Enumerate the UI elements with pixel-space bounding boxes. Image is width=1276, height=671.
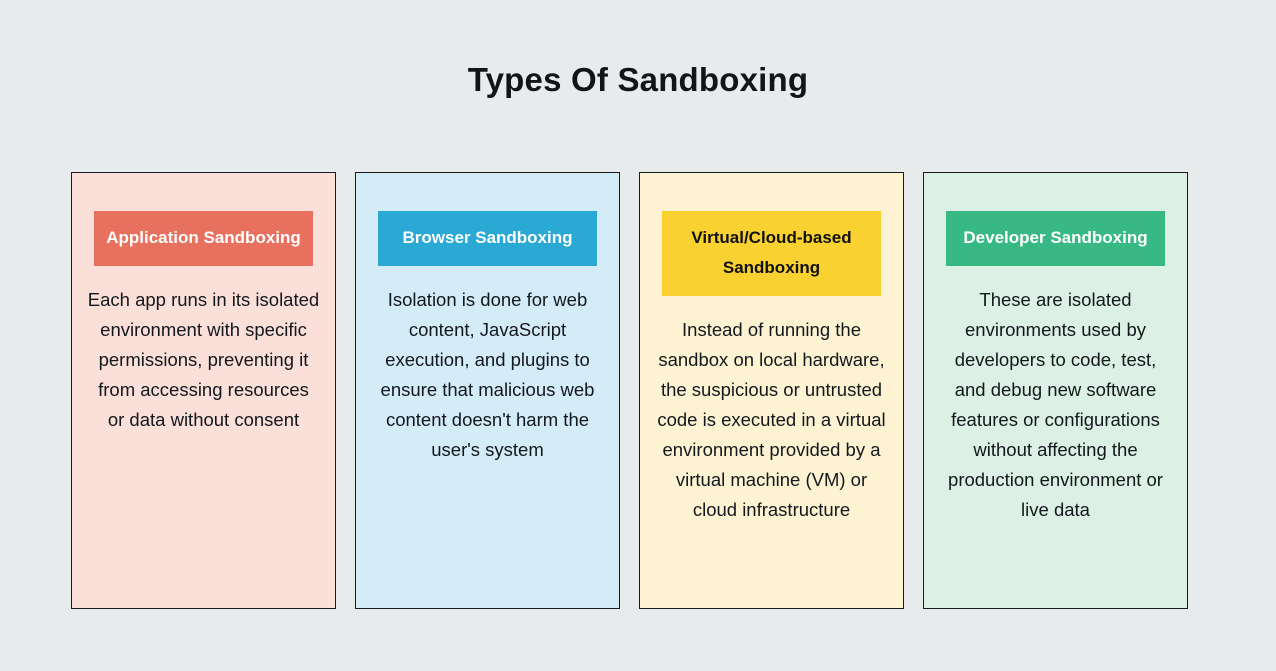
card-header-developer-sandboxing: Developer Sandboxing xyxy=(946,211,1165,266)
card-header-virtual-cloud-based-sandboxing: Virtual/Cloud-based Sandboxing xyxy=(662,211,881,296)
card-developer-sandboxing: Developer Sandboxing These are isolated … xyxy=(923,172,1188,609)
card-header-browser-sandboxing: Browser Sandboxing xyxy=(378,211,597,266)
card-application-sandboxing: Application Sandboxing Each app runs in … xyxy=(71,172,336,609)
card-body-browser-sandboxing: Isolation is done for web content, JavaS… xyxy=(380,289,595,460)
card-virtual-cloud-based-sandboxing: Virtual/Cloud-based Sandboxing Instead o… xyxy=(639,172,904,609)
card-body-virtual-cloud-based-sandboxing: Instead of running the sandbox on local … xyxy=(657,319,886,520)
card-header-application-sandboxing: Application Sandboxing xyxy=(94,211,313,266)
card-body-developer-sandboxing: These are isolated environments used by … xyxy=(948,289,1163,520)
card-browser-sandboxing: Browser Sandboxing Isolation is done for… xyxy=(355,172,620,609)
page-title: Types Of Sandboxing xyxy=(467,61,809,98)
card-body-application-sandboxing: Each app runs in its isolated environmen… xyxy=(87,289,320,430)
sandboxing-types-card-row: Application Sandboxing Each app runs in … xyxy=(71,172,1188,609)
